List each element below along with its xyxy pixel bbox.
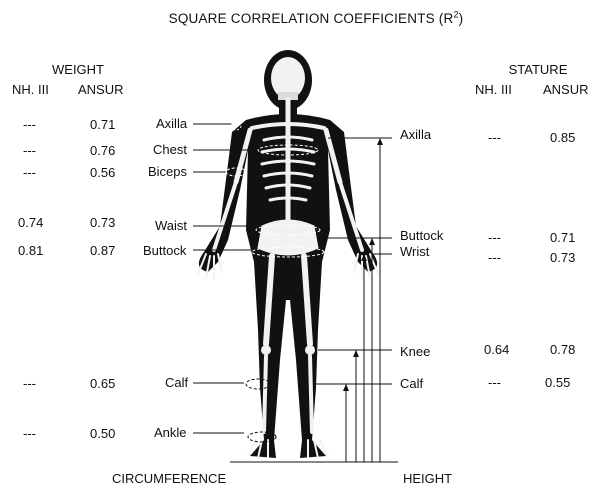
body-diagram	[0, 0, 604, 487]
